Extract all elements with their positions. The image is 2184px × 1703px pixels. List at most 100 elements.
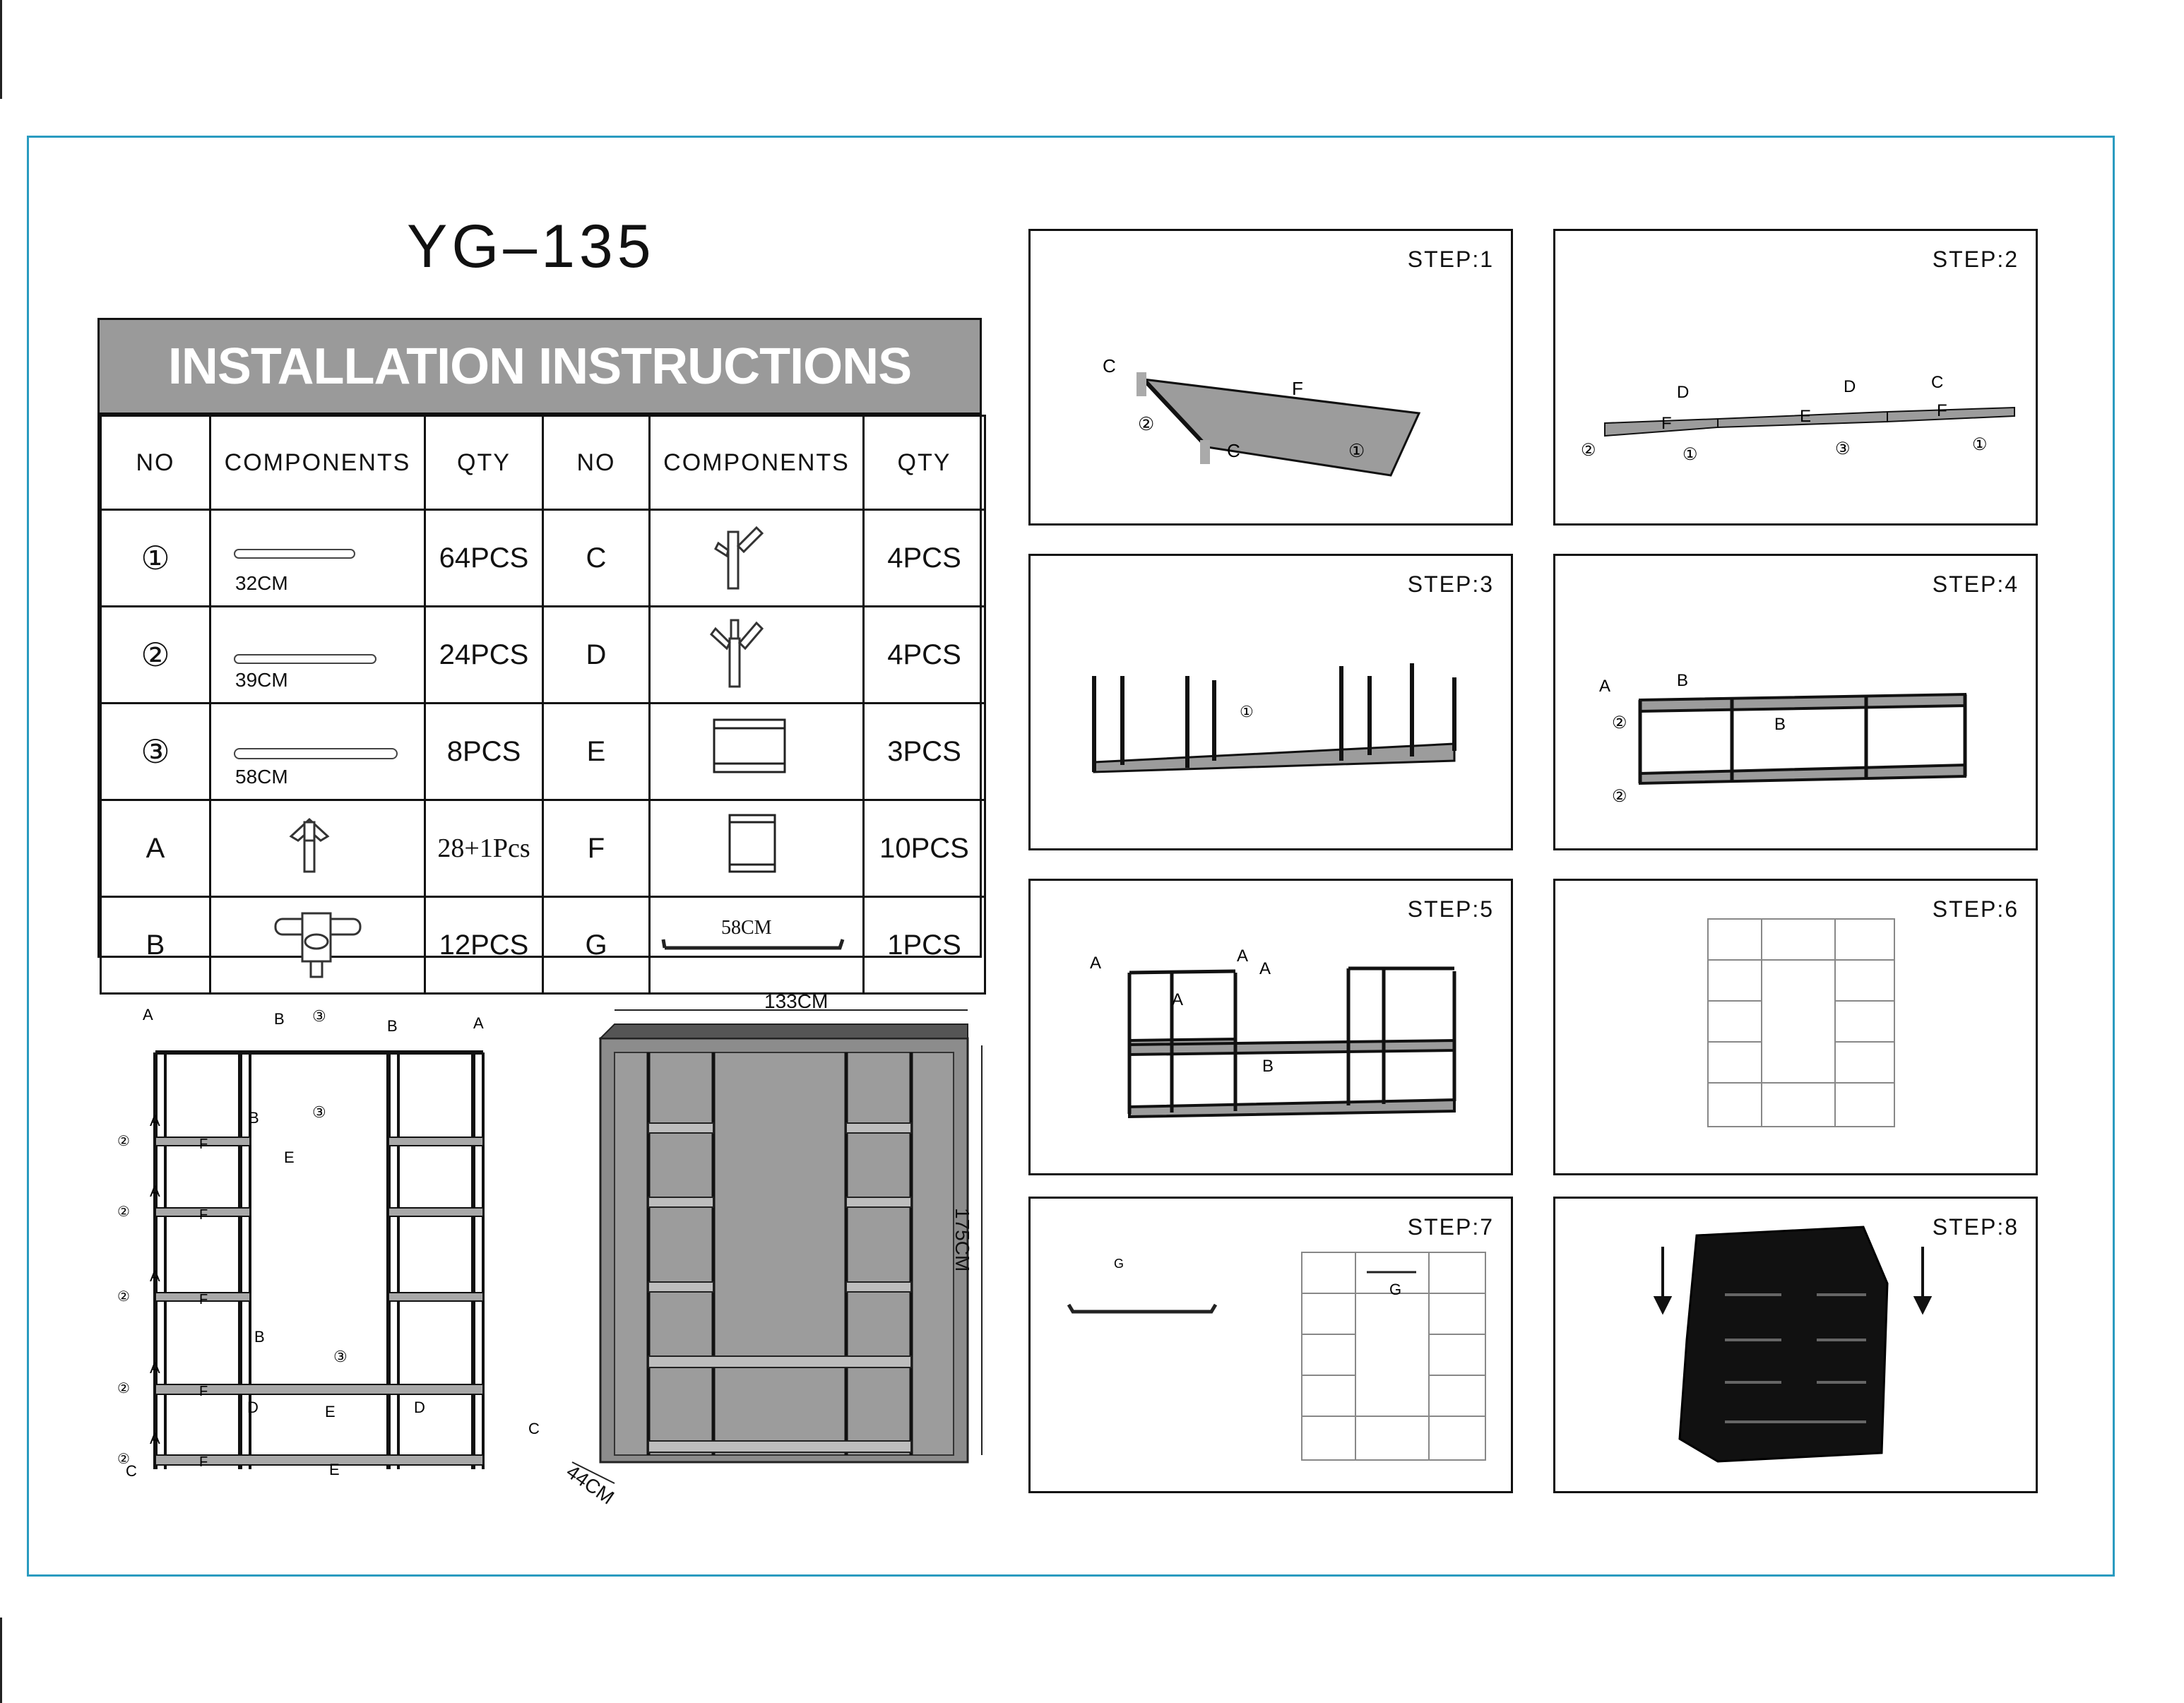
page-frame	[27, 136, 2115, 1577]
label-C: C	[528, 1420, 540, 1437]
rail-g: 58CM	[648, 896, 865, 995]
table-row: ① 32CM 64PCS C 4PCS	[100, 509, 986, 607]
step-label: STEP:6	[1932, 896, 2019, 922]
panel-e-icon	[713, 718, 786, 773]
assembled-wardrobe: 133CM 175CM 44CM	[558, 990, 1017, 1509]
label-A: A	[1090, 954, 1101, 973]
part-no: F	[542, 799, 651, 898]
wardrobe-drawing	[571, 1009, 983, 1484]
label-n3: ③	[312, 1103, 326, 1121]
rail-length: 58CM	[721, 917, 772, 939]
connector-a	[209, 799, 426, 898]
label-C: C	[126, 1462, 137, 1480]
step-7-panel: STEP:7 G G	[1028, 1197, 1513, 1493]
parts-table: NO COMPONENTS QTY NO COMPONENTS QTY ① 32…	[100, 415, 986, 995]
step-label: STEP:4	[1932, 571, 2019, 597]
components-table: INSTALLATION INSTRUCTIONS NO COMPONENTS …	[97, 318, 986, 995]
step-8-panel: STEP:8	[1553, 1197, 2038, 1493]
model-number: YG–135	[407, 213, 655, 280]
header-components: COMPONENTS	[209, 415, 426, 511]
part-qty: 1PCS	[862, 896, 986, 995]
label-E: E	[284, 1149, 295, 1166]
part-no: ③	[100, 702, 211, 801]
label-n3: ③	[312, 1007, 326, 1025]
label-A: A	[150, 1182, 160, 1200]
label-n1: ①	[1348, 440, 1365, 461]
table-title-bar: INSTALLATION INSTRUCTIONS	[100, 320, 980, 415]
step-label: STEP:8	[1932, 1214, 2019, 1240]
part-no: E	[542, 702, 651, 801]
label-n2: ②	[117, 1289, 130, 1305]
label-F: F	[199, 1384, 208, 1399]
part-qty: 4PCS	[862, 509, 986, 607]
header-no: NO	[100, 415, 211, 511]
step-3-panel: STEP:3 ①	[1028, 554, 1513, 850]
connector-d-icon	[709, 619, 764, 688]
part-qty: 24PCS	[424, 605, 544, 704]
label-n2: ②	[1612, 713, 1627, 732]
connector-b-icon	[274, 912, 361, 978]
step-label: STEP:1	[1407, 247, 1494, 272]
step-6-panel: STEP:6	[1553, 879, 2038, 1175]
table-row: ③ 58CM 8PCS E 3PCS	[100, 702, 986, 801]
label-G: G	[1114, 1257, 1124, 1271]
tube-icon	[233, 549, 355, 559]
label-n2: ②	[1581, 441, 1596, 460]
label-D: D	[1844, 377, 1856, 396]
label-n2: ②	[117, 1381, 130, 1396]
panel-e	[648, 702, 865, 801]
label-B: B	[254, 1328, 265, 1346]
width-dimension: 133CM	[764, 990, 829, 1012]
label-B: B	[274, 1010, 285, 1028]
part-no: G	[542, 896, 651, 995]
label-F: F	[199, 1292, 208, 1307]
part-qty: 8PCS	[424, 702, 544, 801]
part-tube-39: 39CM	[209, 605, 426, 704]
label-D: D	[247, 1399, 259, 1416]
tube-length: 32CM	[235, 572, 288, 594]
label-D: D	[1677, 383, 1689, 402]
label-A: A	[150, 1430, 160, 1447]
header-components: COMPONENTS	[648, 415, 865, 511]
table-row: ② 39CM 24PCS D 4PCS	[100, 605, 986, 704]
label-A: A	[150, 1359, 160, 1377]
step-label: STEP:3	[1407, 571, 1494, 597]
label-n2: ②	[117, 1204, 130, 1220]
part-no: B	[100, 896, 211, 995]
label-n3: ③	[1835, 439, 1851, 458]
label-n2: ②	[1612, 787, 1627, 806]
label-B: B	[1774, 715, 1786, 734]
label-A: A	[1237, 947, 1248, 966]
table-row: A 28+1Pcs F 10PCS	[100, 799, 986, 898]
connector-c-icon	[714, 526, 764, 590]
part-qty: 12PCS	[424, 896, 544, 995]
part-no: ②	[100, 605, 211, 704]
part-no: C	[542, 509, 651, 607]
label-n3: ③	[333, 1348, 348, 1365]
label-A: A	[150, 1112, 160, 1129]
tube-icon	[233, 748, 398, 759]
height-dimension: 175CM	[951, 1208, 973, 1272]
panel-f-icon	[728, 814, 776, 873]
part-no: ①	[100, 509, 211, 607]
header-qty: QTY	[862, 415, 986, 511]
part-no: D	[542, 605, 651, 704]
label-F: F	[199, 1137, 208, 1152]
label-A: A	[473, 1014, 484, 1032]
step-4-drawing: A B B ② ②	[1599, 671, 1967, 806]
label-A: A	[143, 1006, 153, 1023]
step-label: STEP:2	[1932, 247, 2019, 272]
label-n2: ②	[1138, 413, 1154, 434]
label-B: B	[1262, 1057, 1274, 1076]
label-F: F	[1292, 378, 1303, 399]
label-E: E	[329, 1461, 340, 1478]
label-E: E	[1800, 407, 1811, 426]
part-tube-58: 58CM	[209, 702, 426, 801]
label-n1: ①	[1240, 703, 1254, 720]
header-qty: QTY	[424, 415, 544, 511]
rail-g-icon	[661, 939, 845, 950]
table-row: B 12PCS G 58CM 1PCS	[100, 896, 986, 995]
table-title: INSTALLATION INSTRUCTIONS	[167, 338, 912, 395]
